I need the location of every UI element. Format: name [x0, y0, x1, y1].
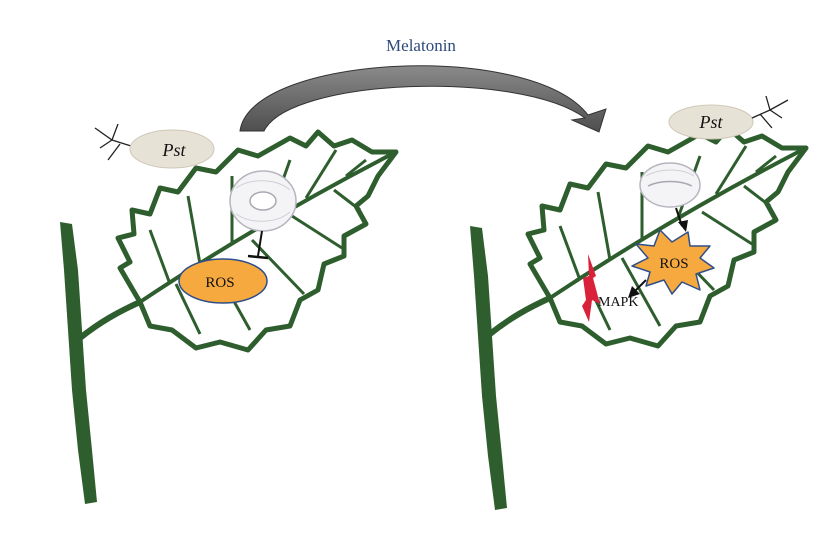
right-pathogen: [668, 95, 789, 140]
inhibition-icon: [247, 230, 269, 260]
left-flagella-icon: [94, 123, 132, 161]
left-panel: ROS Pst: [60, 123, 399, 504]
right-pathogen-label: Pst: [698, 112, 723, 132]
right-ros-label: ROS: [659, 256, 688, 272]
right-midrib: [548, 148, 803, 300]
melatonin-label: Melatonin: [386, 36, 456, 55]
right-panel: ROS MAPK Pst: [470, 95, 809, 510]
mapk-label: MAPK: [598, 295, 638, 310]
right-flagella-icon: [751, 95, 789, 129]
left-ros-label: ROS: [205, 275, 234, 291]
left-ros-blob: [178, 258, 268, 304]
left-stomata-icon: [229, 170, 297, 232]
stomata-to-ros-arrow: [675, 207, 688, 232]
right-petiole: [487, 295, 553, 337]
right-leaf: [525, 125, 809, 349]
left-petiole: [77, 299, 143, 341]
left-pathogen-label: Pst: [161, 140, 186, 160]
right-stomata-icon: [639, 162, 701, 208]
right-ros-burst: [631, 229, 715, 295]
ros-to-mapk-arrow: [628, 279, 647, 298]
melatonin-arrow: [239, 65, 607, 133]
right-stem: [470, 226, 507, 510]
signal-bolt-icon: [582, 254, 600, 322]
left-midrib: [138, 152, 393, 304]
left-stem: [60, 222, 97, 504]
left-pathogen: [94, 123, 215, 169]
left-leaf: [115, 129, 399, 353]
